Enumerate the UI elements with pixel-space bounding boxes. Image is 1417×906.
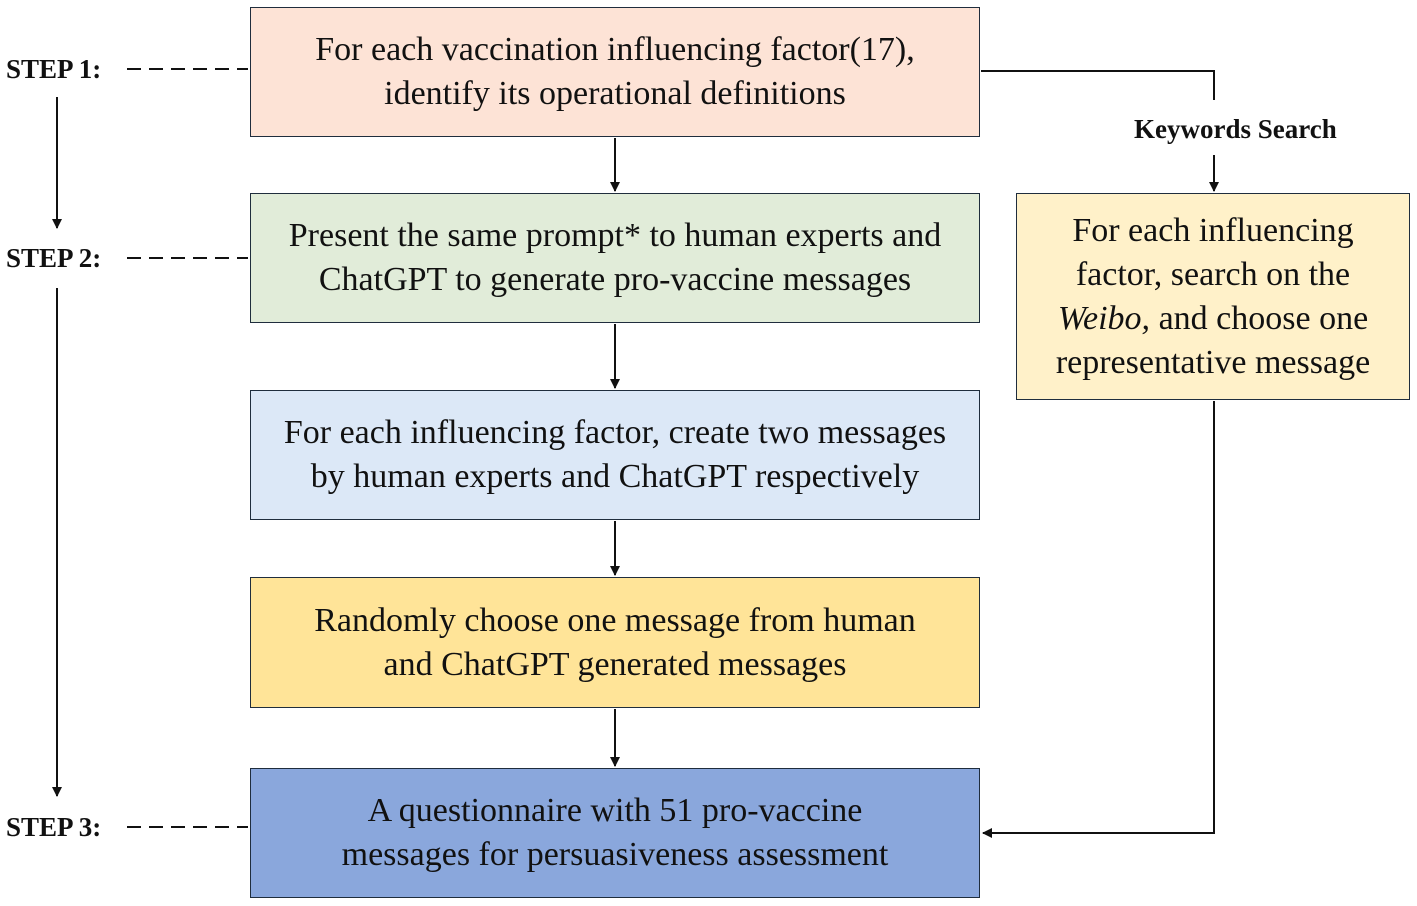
box-text-line: and ChatGPT generated messages: [383, 645, 847, 683]
box-text-line: Present the same prompt* to human expert…: [288, 217, 942, 254]
weibo-search-box: For each influencing factor, search on t…: [1016, 193, 1410, 400]
box-text-line: Weibo, and choose one: [1058, 297, 1368, 341]
box-text-line: Randomly choose one message from human: [314, 601, 916, 639]
box-text-line: For each vaccination influencing factor(…: [315, 31, 915, 68]
box-text-line: factor, search on the: [1075, 255, 1351, 293]
box-text-line: For each influencing factor, create two …: [283, 414, 947, 451]
step-1-label: STEP 1:: [6, 54, 102, 84]
box-text-line: ChatGPT to generate pro-vaccine messages: [318, 261, 912, 298]
box-text-line: A questionnaire with 51 pro-vaccine: [367, 792, 863, 829]
step-2-label: STEP 2:: [6, 243, 102, 273]
weibo-platform-name: Weibo,: [1057, 299, 1151, 337]
branch-line-box1-to-keywords: [981, 70, 1215, 100]
step-3-label: STEP 3:: [6, 812, 102, 842]
questionnaire-box: A questionnaire with 51 pro-vaccine mess…: [250, 768, 980, 898]
box-text-line: messages for persuasiveness assessment: [341, 836, 889, 873]
box-text-fragment: and choose one: [1150, 299, 1369, 337]
two-messages-box: For each influencing factor, create two …: [250, 390, 980, 520]
box-text-line: representative message: [1055, 343, 1371, 381]
factor-definitions-box: For each vaccination influencing factor(…: [250, 7, 980, 137]
box-text-line: by human experts and ChatGPT respectivel…: [310, 458, 920, 495]
keywords-search-label: Keywords Search: [1134, 114, 1337, 144]
box-text-line: identify its operational definitions: [384, 75, 846, 112]
same-prompt-box: Present the same prompt* to human expert…: [250, 193, 980, 323]
arrow-weibo-box-to-questionnaire: [982, 401, 1215, 838]
box-text-line: For each influencing: [1072, 211, 1354, 249]
random-choice-box: Randomly choose one message from human a…: [250, 577, 980, 708]
